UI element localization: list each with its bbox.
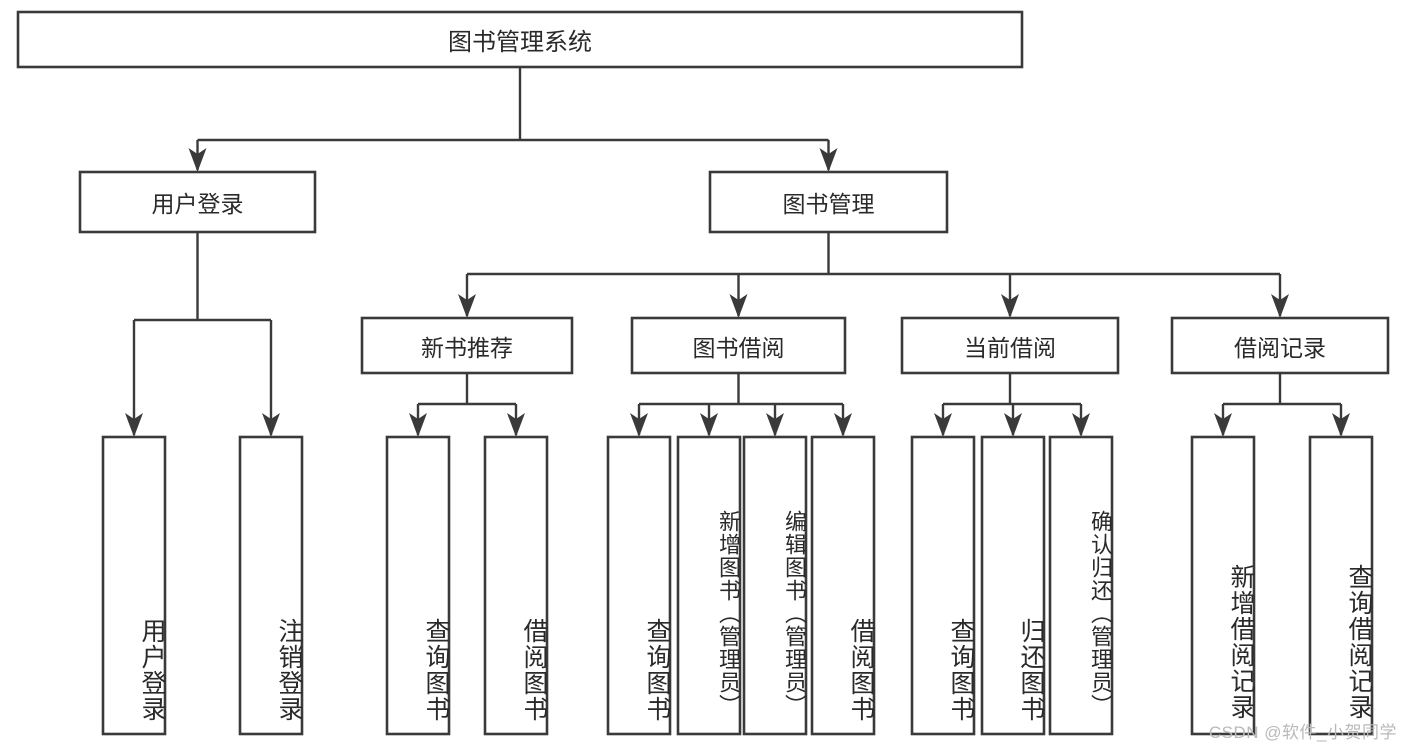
node-box-level3-1[interactable]	[630, 316, 847, 375]
node-box-level2-1[interactable]	[708, 170, 949, 234]
arrowhead-leaf-8	[934, 413, 952, 437]
arrowhead-leaf-6	[766, 413, 784, 437]
node-box-leaf-3[interactable]	[483, 435, 549, 736]
watermark-text: CSDN @软件_小贺同学	[1208, 723, 1397, 742]
node-box-leaf-10[interactable]	[1048, 435, 1114, 736]
node-box-leaf-2[interactable]	[385, 435, 451, 736]
node-box-level2-0[interactable]	[78, 170, 317, 234]
arrowhead-leaf-5	[700, 413, 718, 437]
arrowhead-leaf-12	[1332, 413, 1350, 437]
arrowhead-leaf-9	[1004, 413, 1022, 437]
connectors-layer	[125, 67, 1350, 437]
node-box-leaf-5[interactable]	[676, 435, 742, 736]
node-box-leaf-12[interactable]	[1308, 435, 1374, 736]
arrowhead-level2-0	[188, 148, 207, 172]
node-box-leaf-4[interactable]	[606, 435, 672, 736]
arrowhead-level3-0	[458, 294, 476, 318]
node-box-leaf-8[interactable]	[910, 435, 976, 736]
node-box-leaf-9[interactable]	[980, 435, 1046, 736]
arrowhead-level2-1	[819, 148, 838, 172]
arrowhead-leaf-1	[262, 413, 280, 437]
arrowhead-leaf-2	[409, 413, 427, 437]
node-box-level3-3[interactable]	[1170, 316, 1390, 375]
arrowhead-leaf-7	[834, 413, 852, 437]
arrowhead-level3-3	[1271, 294, 1289, 318]
node-box-level3-2[interactable]	[900, 316, 1120, 375]
arrowhead-level3-2	[1001, 294, 1019, 318]
node-box-leaf-1[interactable]	[238, 435, 304, 736]
node-box-leaf-6[interactable]	[742, 435, 808, 736]
node-box-leaf-7[interactable]	[810, 435, 876, 736]
node-box-leaf-0[interactable]	[101, 435, 167, 736]
arrowhead-leaf-4	[630, 413, 648, 437]
arrowhead-leaf-0	[125, 413, 143, 437]
arrowhead-level3-1	[729, 294, 748, 318]
node-box-level3-0[interactable]	[360, 316, 574, 375]
node-boxes-layer	[16, 10, 1390, 736]
arrowhead-leaf-10	[1072, 413, 1090, 437]
arrowhead-leaf-3	[507, 413, 525, 437]
node-box-root[interactable]	[16, 10, 1024, 69]
node-box-leaf-11[interactable]	[1190, 435, 1256, 736]
arrowhead-leaf-11	[1214, 413, 1232, 437]
